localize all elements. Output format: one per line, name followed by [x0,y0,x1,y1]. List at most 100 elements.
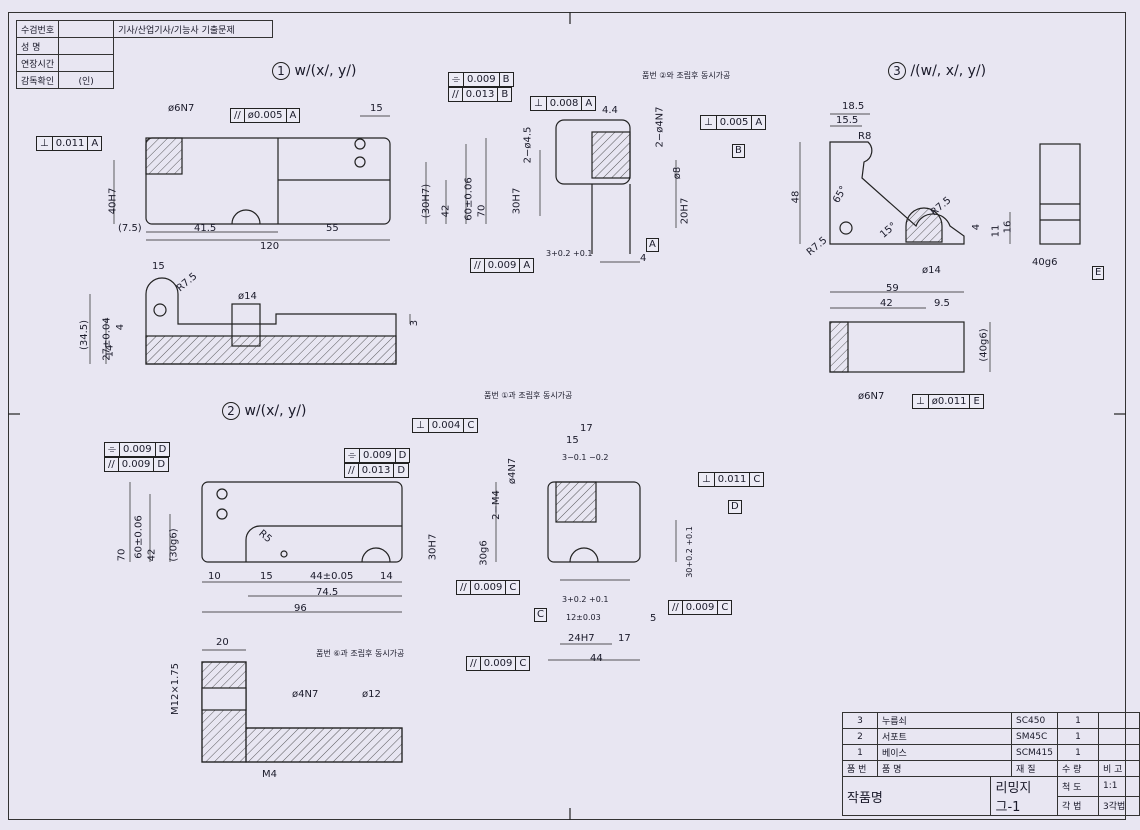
title-block: 3 누름쇠 SC450 1 2 서포트 SM45C 1 1 베이스 SCM415… [841,712,1140,816]
part-number: 3 [888,62,906,80]
projection-value: 3각법 [1098,795,1140,816]
dim: 30H7 [427,533,439,561]
dim: (40g6) [978,328,990,362]
dim: (30H7) [421,183,433,219]
dim: 10 [208,571,221,582]
projection-label: 각 법 [1057,795,1099,816]
part3-front-view [799,113,1011,245]
dim: 4 [640,253,647,264]
scale-value: 1:1 [1098,776,1140,797]
datum-b: B [732,144,745,158]
datum-c: C [534,608,547,622]
parts-header-row: 품 번 품 명 재 질 수 량 비 고 [842,760,1140,777]
dim: 4 [115,323,127,331]
dim: 55 [326,223,339,234]
dim: 70 [476,204,488,218]
dim: 3+0.2 +0.1 [562,595,609,604]
exam-type: 기사/산업기사/기능사 기출문제 [113,20,274,38]
part1-front-view [113,115,487,241]
dim: 30H7 [511,187,523,215]
dim: 59 [886,283,899,294]
product-label: 작품명 [841,776,992,816]
machining-note: 품번 ⑥과 조립후 동시가공 [316,649,405,658]
part1-heading: 1 w/(x/, y/) [272,62,356,80]
surface-symbols: w/(x/, y/) [294,63,357,79]
dim: 20H7 [679,197,691,225]
part1-side-view [539,119,677,263]
dim: 2−ø4.5 [522,126,534,164]
dim: ø8 [672,166,684,180]
surface-symbols: /(w/, x/, y/) [910,63,987,79]
part2-lower-view [201,649,403,763]
dim: 42 [440,204,452,218]
part-number: 1 [272,62,290,80]
dim: ø12 [362,689,381,700]
dim: 60±0.06 [133,515,145,559]
dim: 70 [116,548,128,562]
dim: 42 [146,548,158,562]
dim: 40g6 [1032,257,1058,268]
dim: M12×1.75 [170,663,181,715]
dim: ø4N7 [507,457,519,485]
dim: 15 [260,571,273,582]
drawing-border [8,12,1126,820]
dim: 11 [990,224,1002,238]
dim: 3+0.2 +0.1 [546,249,593,258]
datum-d: D [728,500,742,514]
parts-row: 1 베이스 SCM415 1 [842,744,1140,761]
parts-row: 3 누름쇠 SC450 1 [842,712,1140,729]
dim: 17 [580,423,593,434]
dim: 44 [590,653,603,664]
dim: 4 [971,223,983,231]
hole-callout: ø6N7 [858,391,885,402]
surface-symbols: w/(x/, y/) [244,403,307,419]
dim: 2−M4 [490,490,502,520]
dim: 24H7 [568,633,595,644]
product-name: 리밍지그-1 [990,776,1058,816]
dim: 96 [294,603,307,614]
dim: (7.5) [118,223,142,234]
dim: 74.5 [316,587,339,598]
dim: 15 [566,435,579,446]
part3-top-view [829,291,991,373]
dim: 15.5 [836,115,859,126]
dim: 14 [104,344,116,358]
datum-e: E [1092,266,1105,280]
dim: (34.5) [79,319,91,351]
dim: 44±0.05 [310,571,354,582]
part2-side-view [495,481,677,661]
part3-heading: 3 /(w/, x/, y/) [888,62,986,80]
dim: 48 [790,190,802,204]
exam-header-table: 수검번호 기사/산업기사/기능사 기출문제 성 명 연장시간 감독확인(인) [15,20,274,89]
dim: 3−0.1 −0.2 [562,453,609,462]
dim: 60±0.06 [463,177,475,221]
machining-note: 품번 ①과 조립후 동시가공 [484,391,573,400]
dim: 15 [370,103,383,114]
dim: 4.4 [602,105,618,116]
dim: 14 [380,571,393,582]
machining-note: 품번 ②와 조립후 동시가공 [642,71,731,80]
dim: 15 [152,261,165,272]
part3-side-view [1039,143,1081,245]
scale-label: 척 도 [1057,776,1099,797]
dim: 41.5 [194,223,217,234]
dim: ø14 [238,291,257,302]
dim: 3 [409,319,421,327]
dim: 12±0.03 [566,613,601,622]
dim: 40H7 [107,187,119,215]
